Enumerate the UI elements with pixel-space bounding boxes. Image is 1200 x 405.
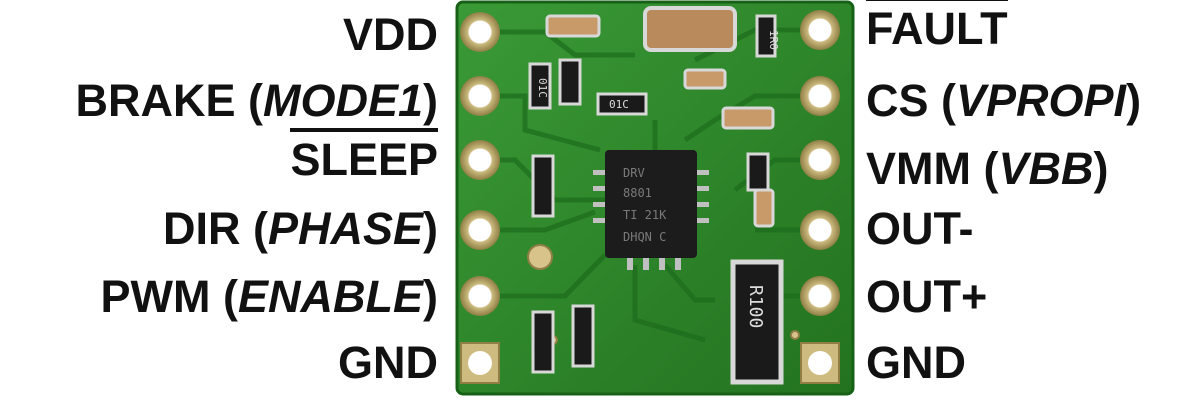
- capacitors: [545, 6, 775, 228]
- pin-label-gnd-right: GND: [866, 338, 966, 388]
- pin-label-vdd: VDD: [343, 10, 438, 60]
- pin-label-gnd-left: GND: [338, 338, 438, 388]
- resistor-markings: 1R0 01C 01C R100: [536, 30, 780, 328]
- pin-name: CS: [866, 75, 929, 126]
- pin-name: VDD: [342, 9, 438, 60]
- pin-alt-name: VPROPI: [956, 75, 1127, 126]
- pin-alt-name: ENABLE: [237, 271, 423, 322]
- pin-label-dir: DIR (PHASE): [162, 203, 438, 254]
- pin-label-fault: FAULT: [866, 0, 1008, 54]
- pin-name: FAULT: [866, 0, 1008, 54]
- pin-label-out-plus: OUT+: [866, 272, 987, 322]
- driver-board: 1R0 01C 01C R100 DRV: [455, 0, 855, 400]
- pin-label-out-minus: OUT-: [866, 204, 974, 254]
- pin-alt-name: MODE1: [262, 75, 423, 126]
- pin-name: SLEEP: [290, 128, 438, 185]
- pin-label-pwm: PWM (ENABLE): [100, 271, 439, 322]
- pin-label-cs: CS (VPROPI): [866, 75, 1142, 126]
- resistors: [528, 14, 784, 385]
- pin-name: OUT+: [866, 271, 988, 322]
- pin-name: GND: [866, 337, 966, 388]
- chip-line-2: 8801: [623, 186, 652, 200]
- pin-label-sleep: SLEEP: [290, 128, 438, 185]
- left-pin-pads: [460, 12, 500, 384]
- pin-label-vmm: VMM (VBB): [866, 143, 1109, 194]
- pin-name: GND: [338, 337, 438, 388]
- resistor-label-1r0: 1R0: [767, 30, 780, 50]
- pin-name: BRAKE: [75, 75, 236, 126]
- pin-name: VMM: [866, 143, 971, 194]
- pin-name: PWM: [100, 271, 211, 322]
- pin-name: DIR: [162, 203, 241, 254]
- resistor-label-01c: 01C: [609, 98, 629, 111]
- resistor-label-r100: R100: [745, 285, 766, 328]
- driver-ic: DRV 8801 TI 21K DHQN C: [593, 150, 709, 270]
- right-pin-pads: [800, 10, 840, 384]
- pin-alt-name: PHASE: [267, 203, 423, 254]
- chip-line-3: TI 21K: [623, 208, 667, 222]
- pin-label-brake: BRAKE (MODE1): [75, 75, 438, 126]
- pin-alt-name: VBB: [998, 143, 1094, 194]
- chip-line-1: DRV: [623, 166, 645, 180]
- pin-name: OUT-: [866, 203, 974, 254]
- chip-line-4: DHQN C: [623, 230, 666, 244]
- resistor-label-01c: 01C: [536, 78, 549, 98]
